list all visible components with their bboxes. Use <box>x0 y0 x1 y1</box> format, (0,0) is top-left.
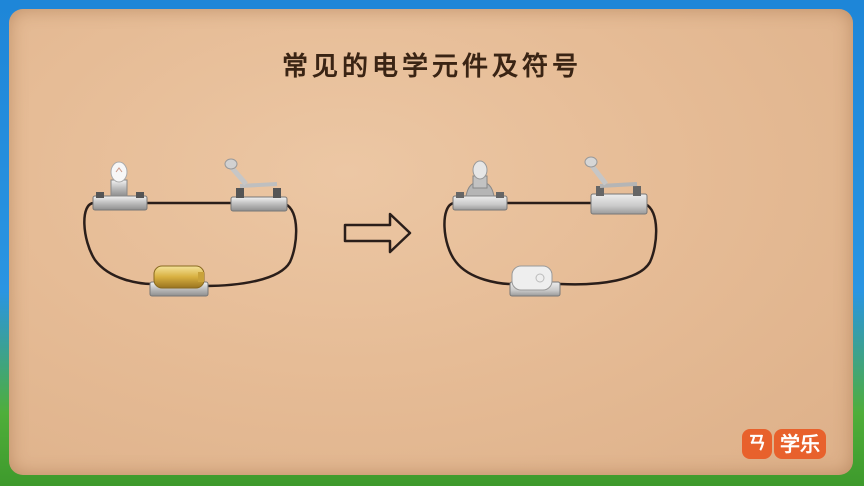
logo-text: 学乐 <box>774 429 826 459</box>
right-circuit <box>443 156 658 297</box>
left-wire-right <box>203 202 298 288</box>
switch-icon <box>224 158 288 212</box>
logo-badge-icon: ㄢ <box>742 429 772 459</box>
right-wire-right <box>559 202 658 286</box>
switch-icon <box>584 156 648 215</box>
chalkboard-background <box>9 9 853 475</box>
light-bulb-icon <box>452 160 508 211</box>
light-bulb-icon <box>92 161 148 211</box>
left-wire-left <box>83 201 153 286</box>
left-circuit <box>83 158 298 297</box>
right-arrow-icon <box>343 212 412 254</box>
right-wire-left <box>443 201 513 286</box>
page-title: 常见的电学元件及符号 <box>281 52 582 82</box>
battery-icon <box>149 265 209 297</box>
battery-icon <box>509 265 561 297</box>
brand-logo: ㄢ 学乐 <box>742 428 826 460</box>
